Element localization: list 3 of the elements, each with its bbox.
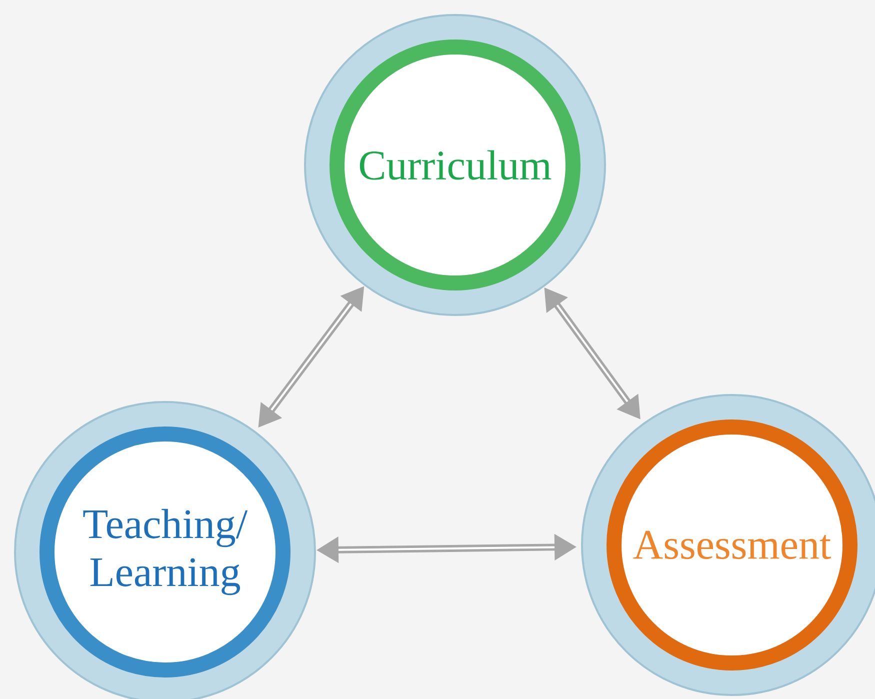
circle-node: Teaching/ Learning: [14, 401, 316, 699]
circle-node: Curriculum: [304, 14, 606, 316]
circle-node: Assessment: [581, 394, 875, 696]
